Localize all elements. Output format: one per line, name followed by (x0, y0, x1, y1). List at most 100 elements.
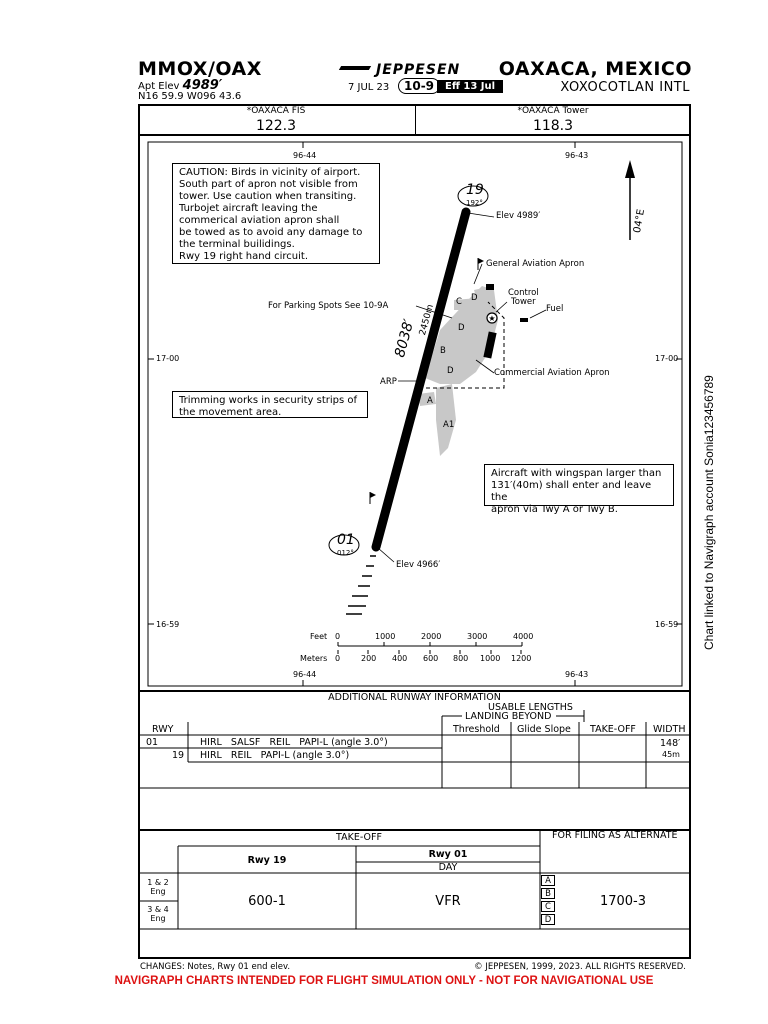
row-rwy-19: 19 (172, 750, 185, 761)
category-a: A (541, 875, 555, 886)
scale-meters-tick: 0 (335, 654, 341, 663)
col-width: WIDTH (653, 724, 686, 735)
caution-note: CAUTION: Birds in vicinity of airport. S… (172, 163, 380, 264)
scale-feet-tick: 0 (335, 632, 341, 641)
row-rwy-19-desc: HIRL REIL PAPI-L (angle 3.0°) (200, 750, 350, 761)
fuel-label: Fuel (546, 304, 564, 314)
apt-elev-value: 4989′ (182, 78, 223, 93)
rwy01-elev: Elev 4966′ (396, 560, 441, 570)
min-rwy01: Rwy 01 (428, 849, 468, 860)
note-line: the movement area. (179, 407, 282, 418)
note-line: be towed as to avoid any damage to (179, 227, 363, 238)
rwy01-number: 01 (337, 532, 355, 548)
approach-lights (346, 555, 376, 615)
freq-value-tower: 118.3 (532, 118, 574, 134)
row-rwy-01: 01 (146, 737, 159, 748)
divider (138, 134, 691, 136)
note-line: 131′(40m) shall enter and leave the (491, 480, 652, 503)
twy-a-label: A (427, 396, 433, 406)
freq-value-fis: 122.3 (255, 118, 297, 134)
scale-feet-tick: 3000 (467, 632, 488, 641)
effective-date: Eff 13 Jul (437, 80, 504, 93)
account-watermark: Chart linked to Navigraph account Sonia1… (702, 375, 716, 650)
runway-01-19 (371, 207, 471, 552)
twy-a1-label: A1 (443, 420, 455, 430)
scale-meters-tick: 1000 (480, 654, 501, 663)
simulation-warning: NAVIGRAPH CHARTS INTENDED FOR FLIGHT SIM… (114, 975, 654, 987)
wingspan-note: Aircraft with wingspan larger than 131′(… (484, 464, 674, 515)
divider (138, 829, 691, 831)
control-tower-icon (486, 312, 498, 324)
lat-tick-right-1659: 16-59 (655, 620, 679, 629)
divider (415, 104, 416, 134)
note-line: the terminal builidings. (179, 239, 295, 250)
graticule-ticks (148, 142, 682, 686)
rwy01-marker (328, 534, 360, 556)
control-tower-label-2: Tower (511, 297, 536, 307)
scale-meters-tick: 600 (423, 654, 439, 663)
runway-width-m: 45m (662, 750, 680, 759)
twy-d-label: D (471, 293, 478, 303)
arp-label: ARP (380, 377, 397, 387)
min-value-rwy01: VFR (435, 894, 461, 909)
lon-tick-bottom-left: 96-44 (293, 670, 317, 679)
chart-frame (138, 104, 691, 959)
rwy19-number: 19 (466, 182, 484, 198)
note-line: Trimming works in security strips of (179, 395, 358, 406)
note-line: Turbojet aircraft leaving the (179, 203, 318, 214)
freq-name-tower: *OAXACA Tower (517, 106, 589, 116)
eng-12: 1 & 2 (147, 878, 169, 887)
divider (138, 690, 691, 692)
scale-feet-tick: 4000 (513, 632, 534, 641)
note-line: Rwy 19 right hand circuit. (179, 251, 309, 262)
min-day: DAY (438, 862, 458, 873)
north-arrow-icon (625, 160, 635, 240)
eng-34-label: Eng (150, 914, 166, 923)
min-value-rwy19: 600-1 (248, 894, 286, 909)
scale-feet-tick: 2000 (421, 632, 442, 641)
note-line: Aircraft with wingspan larger than (491, 468, 662, 479)
usable-lengths: USABLE LENGTHS (488, 702, 573, 713)
fuel-facility (520, 318, 528, 322)
scale-bars (337, 642, 523, 654)
trimming-note: Trimming works in security strips of the… (172, 391, 368, 418)
copyright: © JEPPESEN, 1999, 2023. ALL RIGHTS RESER… (474, 962, 686, 972)
lon-tick-top-left: 96-44 (293, 151, 317, 160)
minimums-grid (138, 829, 691, 930)
note-line: apron via Twy A or Twy B. (491, 504, 618, 515)
runway-info-grid (138, 710, 691, 789)
ga-apron-label: General Aviation Apron (486, 259, 585, 269)
hangar (486, 284, 494, 290)
scale-meters-label: Meters (300, 654, 328, 663)
apt-elev-label: Apt Elev (138, 81, 180, 92)
leader-lines (377, 212, 547, 563)
chart-date: 7 JUL 23 (348, 82, 390, 93)
freq-name-fis: *OAXACA FIS (246, 106, 306, 116)
jeppesen-logo-icon (338, 66, 372, 70)
alternate-value: 1700-3 (599, 894, 647, 909)
apron-boundary (426, 301, 505, 389)
parking-label: For Parking Spots See 10-9A (268, 301, 389, 311)
lat-tick-right-17: 17-00 (655, 354, 679, 363)
flag-icon (369, 258, 484, 504)
commercial-apron-label: Commercial Aviation Apron (494, 368, 610, 378)
apt-elev: Apt Elev 4989′ (138, 78, 222, 93)
brand-name: JEPPESEN (376, 62, 461, 78)
airport-name: XOXOCOTLAN INTL (560, 80, 690, 95)
twy-d-label: D (458, 323, 465, 333)
scale-feet-tick: 1000 (375, 632, 396, 641)
col-takeoff: TAKE-OFF (590, 724, 636, 735)
min-rwy19: Rwy 19 (247, 855, 287, 866)
eng-12-label: Eng (150, 887, 166, 896)
airport-diagram: ★ (147, 141, 683, 687)
airport-ident: MMOX/OAX (138, 58, 262, 80)
diagram-border (147, 141, 683, 687)
row-rwy-01-desc: HIRL SALSF REIL PAPI-L (angle 3.0°) (200, 737, 388, 748)
rwy01-heading: 012° (337, 549, 354, 557)
landing-beyond: LANDING BEYOND (465, 711, 552, 722)
rwy19-elev: Elev 4989′ (496, 211, 541, 221)
note-line: CAUTION: Birds in vicinity of airport. (179, 167, 361, 178)
twy-b-label: B (440, 346, 446, 356)
category-c: C (541, 901, 555, 912)
eng-34: 3 & 4 (147, 905, 169, 914)
